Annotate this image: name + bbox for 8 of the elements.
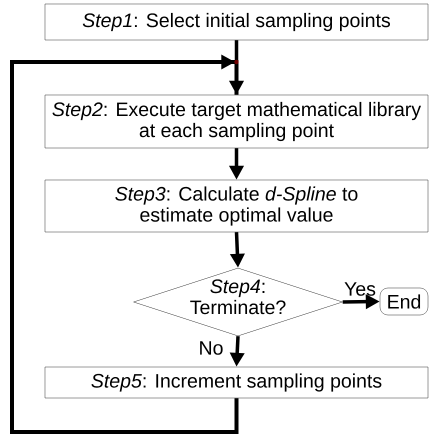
process-box: Step3: Calculate d-Spline to estimate optimal value bbox=[44, 180, 428, 232]
edge-label: No bbox=[200, 341, 223, 355]
process-box: Step2: Execute target mathematical library at each sampling point bbox=[44, 94, 428, 148]
process-box: Step5: Increment sampling points bbox=[44, 366, 428, 398]
process-box: Step1: Select initial sampling points bbox=[44, 4, 428, 40]
edge-label: Yes bbox=[344, 282, 376, 296]
arrow bbox=[10, 54, 238, 434]
terminal-box: End bbox=[380, 288, 428, 316]
